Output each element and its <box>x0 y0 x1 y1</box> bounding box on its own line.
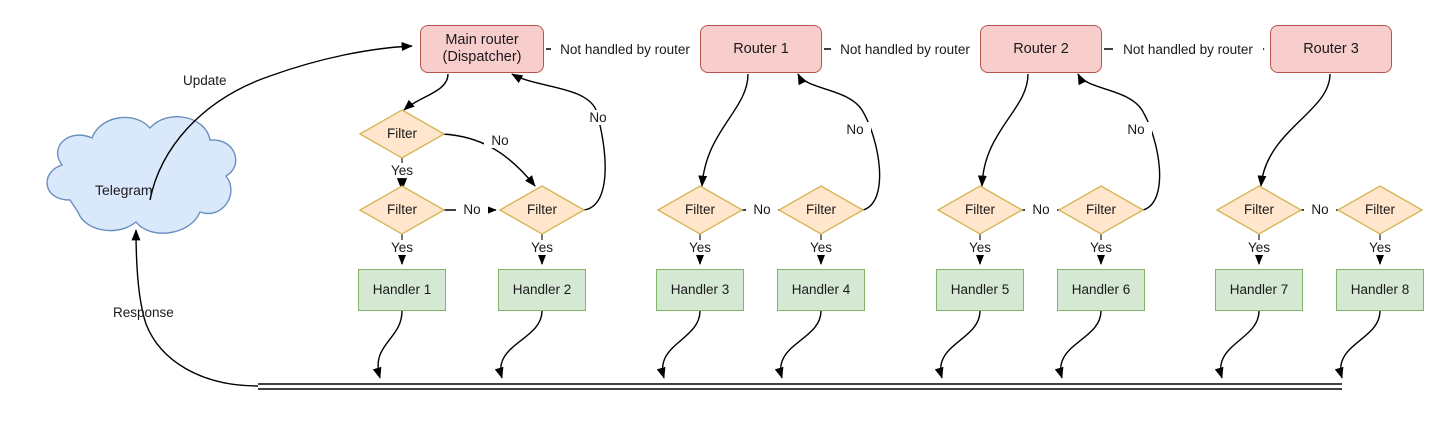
edge-label-yes-1: Yes <box>378 240 426 255</box>
edge-router1-to-filter-3 <box>698 73 749 187</box>
edge-filter-2-no-loop <box>511 73 606 211</box>
telegram-cloud-shape <box>46 115 237 234</box>
edge-label-yes-a: Yes <box>378 163 426 178</box>
handler-3[interactable]: Handler 3 <box>656 269 744 311</box>
edge-label-no-b: No <box>582 110 614 125</box>
filter-a-label: Filter <box>387 126 417 141</box>
edge-label-no-4: No <box>1120 122 1152 137</box>
edge-label-yes-4: Yes <box>797 240 845 255</box>
filter-7-label: Filter <box>1244 202 1274 217</box>
handler-8[interactable]: Handler 8 <box>1336 269 1424 311</box>
filter-4-label: Filter <box>806 202 836 217</box>
filter-6-label: Filter <box>1086 202 1116 217</box>
edge-filter-4-no-loop <box>797 73 881 211</box>
edge-main-to-filter-a <box>403 73 449 111</box>
handler-2[interactable]: Handler 2 <box>498 269 586 311</box>
filter-8-shape <box>1336 185 1424 235</box>
edge-update <box>149 42 413 201</box>
filter-3-label: Filter <box>685 202 715 217</box>
router-1[interactable]: Router 1 <box>700 25 822 73</box>
edge-label-not-handled-2: Not handled by router <box>831 42 979 57</box>
edge-label-not-handled-3: Not handled by router <box>1113 42 1263 57</box>
handler-5[interactable]: Handler 5 <box>936 269 1024 311</box>
edge-label-yes-3: Yes <box>676 240 724 255</box>
edge-label-no-a: No <box>484 133 516 148</box>
edge-handler-6-to-bus <box>1054 310 1102 379</box>
edge-label-yes-5: Yes <box>956 240 1004 255</box>
edge-handler-1-to-bus <box>372 310 403 379</box>
filter-diamonds-layer <box>358 109 1424 235</box>
handler-1[interactable]: Handler 1 <box>358 269 446 311</box>
edge-handler-2-to-bus <box>494 310 543 379</box>
edge-label-no-2: No <box>839 122 871 137</box>
router-main-line1: Main router <box>445 32 519 49</box>
edge-label-yes-2: Yes <box>518 240 566 255</box>
handler-4[interactable]: Handler 4 <box>777 269 865 311</box>
edge-handler-8-to-bus <box>1334 310 1381 379</box>
edge-response <box>131 229 259 387</box>
edge-label-no-5: No <box>1025 202 1057 217</box>
handler-7[interactable]: Handler 7 <box>1215 269 1303 311</box>
router-main-line2: (Dispatcher) <box>442 49 522 65</box>
filter-a-shape <box>358 109 446 159</box>
handler-6[interactable]: Handler 6 <box>1057 269 1145 311</box>
response-bus-line <box>258 383 1342 390</box>
edge-label-yes-6: Yes <box>1077 240 1125 255</box>
edge-label-update: Update <box>183 73 227 88</box>
edge-label-yes-8: Yes <box>1356 240 1404 255</box>
filter-2-label: Filter <box>527 202 557 217</box>
edge-router3-to-filter-7 <box>1257 73 1331 187</box>
edge-label-yes-7: Yes <box>1235 240 1283 255</box>
filter-3-shape <box>656 185 744 235</box>
edge-label-no-6: No <box>1304 202 1336 217</box>
filter-5-shape <box>936 185 1024 235</box>
router-3[interactable]: Router 3 <box>1270 25 1392 73</box>
edge-handler-3-to-bus <box>656 310 701 379</box>
router-main[interactable]: Main router (Dispatcher) <box>420 25 544 73</box>
router-2[interactable]: Router 2 <box>980 25 1102 73</box>
filter-1-shape <box>358 185 446 235</box>
filter-1-label: Filter <box>387 202 417 217</box>
filter-8-label: Filter <box>1365 202 1395 217</box>
edge-label-not-handled-1: Not handled by router <box>551 42 699 57</box>
filter-2-shape <box>498 185 586 235</box>
edge-handler-5-to-bus <box>934 310 981 379</box>
filter-7-shape <box>1215 185 1303 235</box>
edge-label-no-3: No <box>746 202 778 217</box>
telegram-label: Telegram <box>95 182 153 198</box>
edge-handler-7-to-bus <box>1214 310 1260 379</box>
filter-5-label: Filter <box>965 202 995 217</box>
edge-label-response: Response <box>113 305 174 320</box>
edge-filter-6-no-loop <box>1077 73 1161 211</box>
edge-label-no-1: No <box>456 202 488 217</box>
filter-4-shape <box>777 185 865 235</box>
edge-handler-4-to-bus <box>774 310 822 379</box>
filter-6-shape <box>1057 185 1145 235</box>
edge-router2-to-filter-5 <box>977 73 1029 187</box>
